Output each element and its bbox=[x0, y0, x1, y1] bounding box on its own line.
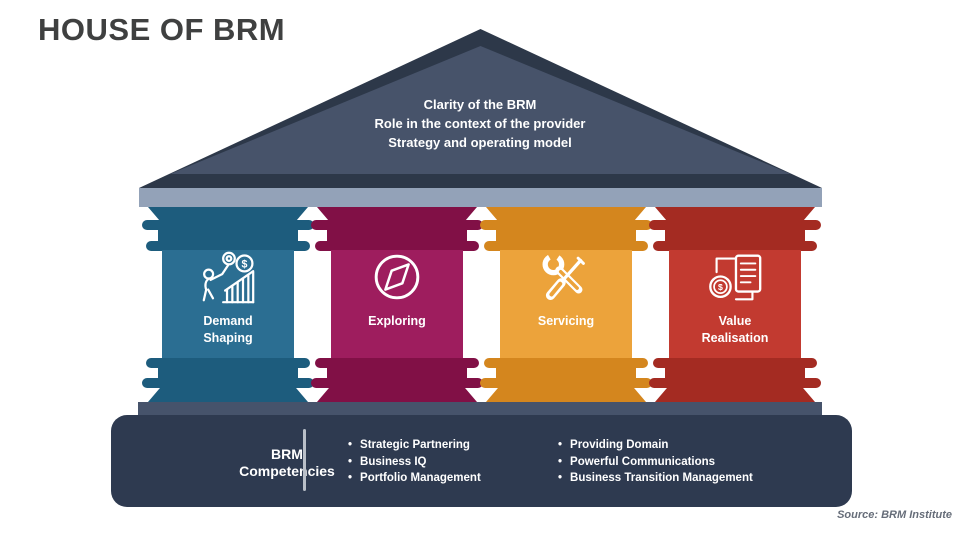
pillar-ring bbox=[480, 220, 652, 230]
pillar-ring bbox=[146, 358, 310, 368]
pillar-shaft bbox=[500, 250, 632, 360]
competencies-heading: BRM Competencies bbox=[239, 446, 335, 479]
pillar-capital-neck bbox=[158, 229, 298, 242]
pillar-value-realisation: $ Value Realisation bbox=[649, 207, 821, 402]
pillar-ring bbox=[146, 241, 310, 251]
competency-list-left: Strategic Partnering Business IQ Portfol… bbox=[348, 437, 481, 487]
pillar-ring bbox=[142, 220, 314, 230]
entablature-beam bbox=[139, 188, 822, 207]
pillar-base-neck bbox=[327, 367, 467, 380]
svg-text:$: $ bbox=[718, 282, 723, 292]
divider bbox=[303, 429, 306, 491]
tools-icon bbox=[535, 246, 597, 308]
money-document-icon: $ bbox=[704, 246, 766, 308]
pillar-ring bbox=[484, 241, 648, 251]
pillar-ring bbox=[315, 241, 479, 251]
pillar-capital bbox=[148, 207, 308, 222]
page-title: HOUSE OF BRM bbox=[38, 12, 286, 47]
pillar-plinth bbox=[148, 387, 308, 402]
pillar-base-neck bbox=[158, 367, 298, 380]
pillar-servicing: Servicing bbox=[480, 207, 652, 402]
pillar-label: Value Realisation bbox=[701, 314, 769, 345]
competency-item: Strategic Partnering bbox=[348, 437, 481, 454]
pillar-ring bbox=[142, 378, 314, 388]
svg-text:$: $ bbox=[242, 258, 248, 270]
pillar-exploring: Exploring bbox=[311, 207, 483, 402]
stylobate-step bbox=[138, 402, 822, 415]
pillar-capital bbox=[655, 207, 815, 222]
pillar-ring bbox=[315, 358, 479, 368]
pillar-capital-neck bbox=[665, 229, 805, 242]
pillar-ring bbox=[311, 220, 483, 230]
source-credit: Source: BRM Institute bbox=[837, 509, 952, 521]
pillar-plinth bbox=[317, 387, 477, 402]
pillar-shaft bbox=[162, 250, 294, 360]
pillar-ring bbox=[311, 378, 483, 388]
pillar-ring bbox=[480, 378, 652, 388]
pillar-base-neck bbox=[496, 367, 636, 380]
pillar-label: Exploring bbox=[368, 314, 426, 328]
pillar-demand-shaping: $ Demand Shaping bbox=[142, 207, 314, 402]
growth-chart-icon: $ bbox=[197, 246, 259, 308]
pillar-label: Demand Shaping bbox=[203, 314, 253, 345]
pediment-line-3: Strategy and operating model bbox=[388, 135, 572, 150]
pillar-plinth bbox=[655, 387, 815, 402]
competency-list-right: Providing Domain Powerful Communications… bbox=[558, 437, 753, 487]
competency-item: Providing Domain bbox=[558, 437, 753, 454]
pillar-ring bbox=[653, 358, 817, 368]
pillar-ring bbox=[653, 241, 817, 251]
pillar-ring bbox=[649, 378, 821, 388]
pillar-label: Servicing bbox=[537, 314, 595, 328]
pillar-ring bbox=[484, 358, 648, 368]
competencies-panel: BRM Competencies Strategic Partnering Bu… bbox=[111, 415, 852, 507]
pediment-line-1: Clarity of the BRM bbox=[423, 97, 537, 112]
pillar-ring bbox=[649, 220, 821, 230]
competency-item: Business IQ bbox=[348, 454, 481, 471]
competency-item: Powerful Communications bbox=[558, 454, 753, 471]
competency-item: Business Transition Management bbox=[558, 470, 753, 487]
compass-icon bbox=[366, 246, 428, 308]
pillar-capital bbox=[317, 207, 477, 222]
pillar-capital-neck bbox=[327, 229, 467, 242]
pillar-capital-neck bbox=[496, 229, 636, 242]
competency-item: Portfolio Management bbox=[348, 470, 481, 487]
pillar-capital bbox=[486, 207, 646, 222]
pediment-line-2: Role in the context of the provider bbox=[374, 116, 586, 131]
pediment-text: Clarity of the BRM Role in the context o… bbox=[280, 95, 680, 152]
pillar-base-neck bbox=[665, 367, 805, 380]
pillar-plinth bbox=[486, 387, 646, 402]
